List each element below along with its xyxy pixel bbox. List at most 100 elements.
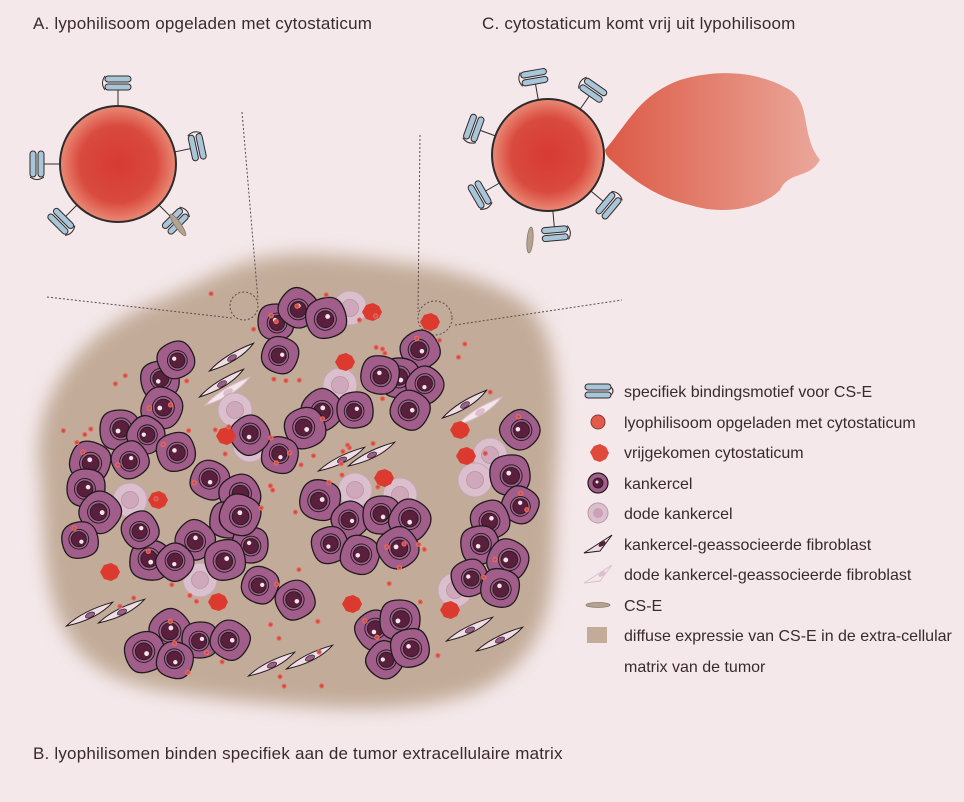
lyophilisome-dot (481, 574, 487, 580)
cancer-cell (218, 493, 262, 537)
cancer-cell (336, 391, 374, 429)
lyophilisome-dot (373, 313, 379, 319)
lyophilisome-dot (340, 448, 346, 454)
lyophilisome-dot (60, 428, 66, 434)
legend-item-dead-cancer-cell: dode kankercel (580, 500, 960, 531)
lyophilisome-dot (268, 622, 274, 628)
legend-item-dead-caf: dode kankercel-geassocieerde fibroblast (580, 561, 960, 592)
lyophilisome-dot (296, 377, 302, 383)
lyophilisome-dot (222, 451, 228, 457)
cancer-cell (305, 296, 348, 339)
lyophilisome-dot (88, 426, 94, 432)
lyophilisome-dot (146, 405, 152, 411)
lyophilisome-dot (455, 354, 462, 360)
cancer-cell (450, 558, 490, 598)
binding-motif (467, 180, 500, 210)
lyophilisome-dot (71, 525, 77, 531)
lyophilisome-dot (219, 659, 225, 665)
cancer-cell (260, 436, 299, 475)
legend-item-binding-motif: specifiek bindingsmotief voor CS-E (580, 378, 960, 409)
lyophilisome-dot (273, 460, 279, 466)
cancer-cell (274, 579, 316, 621)
fibroblast (346, 441, 397, 467)
cancer-cell (500, 485, 540, 525)
cancer-cell (489, 454, 531, 496)
binding-motif (518, 68, 549, 100)
lyophilisome-dot (268, 435, 274, 441)
lyophilisome-dot (271, 376, 277, 382)
lyophilisome-dot (362, 618, 368, 624)
released-drug (450, 421, 470, 439)
lyophilisome-dot (294, 303, 300, 309)
lyophilisome-dot (131, 595, 137, 601)
lyophilisome-dot (524, 507, 530, 513)
lyophilisome-dot (386, 581, 392, 587)
cancer-cell (68, 440, 112, 484)
lyophilisome-dot (396, 565, 402, 571)
lyophilisome-dot (515, 414, 522, 420)
lyophilisome-dot (338, 461, 344, 467)
lyophilisome-dot (518, 490, 524, 496)
cse-icon (585, 601, 611, 608)
lyophilisome-dot (169, 582, 175, 588)
cancer-cell (360, 355, 400, 395)
lyophilisome-dot (326, 479, 332, 485)
lyophilisome-dot (296, 567, 302, 573)
binding-motif (462, 113, 496, 144)
binding-motif-icon (584, 383, 614, 399)
lyophilisome-dot (122, 373, 128, 379)
caf-icon (583, 534, 613, 553)
lyophilisome-dot (375, 484, 381, 490)
lyophilisome-dot (268, 313, 274, 319)
cancer-cell (375, 525, 420, 570)
lyophilisome-dot (379, 346, 386, 352)
cancer-cell (283, 406, 327, 450)
fibroblast (440, 389, 488, 420)
lyophilisome-dot (435, 652, 441, 659)
legend-item-cse: CS-E (580, 592, 960, 623)
lyophilisome-dot (115, 462, 121, 468)
lyophilisome-dot (370, 440, 376, 447)
lyophilisome-dot (401, 541, 407, 547)
cancer-cell (209, 619, 251, 661)
cancer-cell (339, 534, 381, 576)
lyophilisome-dot (436, 337, 443, 343)
lyophilisome-dot (274, 581, 280, 587)
binding-motif (174, 131, 207, 162)
dead-caf-icon (583, 564, 613, 584)
lyophilisome-dot (356, 317, 363, 323)
fibroblast (316, 446, 367, 472)
dead-cancer-cell (337, 472, 373, 508)
zoom-lines (46, 111, 623, 336)
lyophilisome-dot (379, 396, 386, 402)
cancer-cell (61, 521, 99, 559)
lyophilisome-dot (462, 341, 468, 347)
cancer-cell (156, 340, 196, 380)
cancer-cell (389, 627, 430, 668)
cancer-cell (310, 525, 350, 565)
lyophilisome-dot (492, 557, 498, 563)
cancer-cell (389, 389, 431, 431)
released-drug (100, 563, 120, 581)
cancer-cell (480, 567, 521, 608)
fibroblast (207, 342, 255, 373)
lyophilisome-dot (310, 453, 317, 459)
lyophilisome-dot (286, 450, 293, 456)
legend-item-caf: kankercel-geassocieerde fibroblast (580, 531, 960, 562)
fibroblast (96, 598, 147, 624)
lyophilisome-dot (186, 428, 192, 434)
lyophilisome-dot (283, 378, 289, 384)
binding-motif (29, 150, 60, 180)
legend-item-cancer-cell: kankercel (580, 470, 960, 501)
fibroblast (246, 651, 297, 677)
released-drug (342, 595, 362, 613)
lyophilisome-dot (292, 509, 298, 515)
lyophilisome-dot (277, 674, 283, 680)
caption-a: A. lypohilisoom opgeladen met cytostatic… (33, 14, 373, 33)
lyophilisome-dot (273, 318, 279, 325)
cancer-cell (228, 414, 271, 457)
cancer-cell (498, 408, 541, 451)
cancer-cell (120, 510, 160, 550)
released-drug (420, 313, 440, 331)
caption-b: B. lyophilisomen binden specifiek aan de… (33, 744, 563, 763)
